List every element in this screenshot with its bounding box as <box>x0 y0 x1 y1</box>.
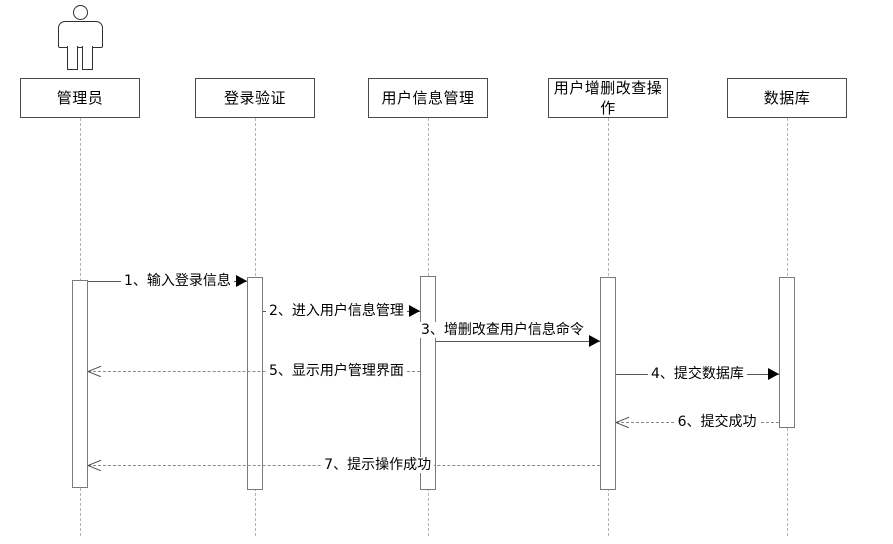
message-label-6: 6、提交成功 <box>674 414 760 430</box>
participant-label-userinfo: 用户信息管理 <box>381 89 475 107</box>
participant-box-db[interactable]: 数据库 <box>727 78 847 118</box>
activation-bar-db[interactable] <box>779 277 795 428</box>
arrowhead-open-5 <box>88 365 101 378</box>
actor-head-icon <box>73 5 88 20</box>
participant-label-login: 登录验证 <box>223 89 286 107</box>
message-line-3[interactable] <box>436 341 600 342</box>
actor-left-leg-icon <box>67 46 78 70</box>
activation-bar-admin[interactable] <box>72 280 88 488</box>
message-line-5[interactable] <box>88 371 420 372</box>
participant-box-crud[interactable]: 用户增删改查操作 <box>548 78 668 118</box>
arrowhead-filled-1 <box>236 275 247 287</box>
message-label-1: 1、输入登录信息 <box>121 273 234 289</box>
arrowhead-open-7 <box>88 459 101 472</box>
activation-bar-crud[interactable] <box>600 277 616 490</box>
message-label-7: 7、提示操作成功 <box>321 457 435 473</box>
message-label-3: 3、增删改查用户信息命令 <box>418 322 587 338</box>
arrowhead-open-6 <box>616 416 629 429</box>
message-label-5: 5、显示用户管理界面 <box>266 363 407 379</box>
participant-box-userinfo[interactable]: 用户信息管理 <box>368 78 488 118</box>
arrowhead-filled-2 <box>409 305 420 317</box>
activation-bar-login[interactable] <box>247 277 263 490</box>
message-label-2: 2、进入用户信息管理 <box>266 303 407 319</box>
participant-label-admin: 管理员 <box>56 89 104 107</box>
participant-label-db: 数据库 <box>763 89 811 107</box>
participant-label-crud: 用户增删改查操作 <box>553 79 663 117</box>
message-label-4: 4、提交数据库 <box>648 366 747 382</box>
arrowhead-filled-3 <box>589 335 600 347</box>
arrowhead-filled-4 <box>768 368 779 380</box>
actor-body-icon <box>58 21 103 48</box>
participant-box-login[interactable]: 登录验证 <box>195 78 315 118</box>
actor-right-leg-icon <box>82 46 93 70</box>
participant-box-admin[interactable]: 管理员 <box>20 78 140 118</box>
